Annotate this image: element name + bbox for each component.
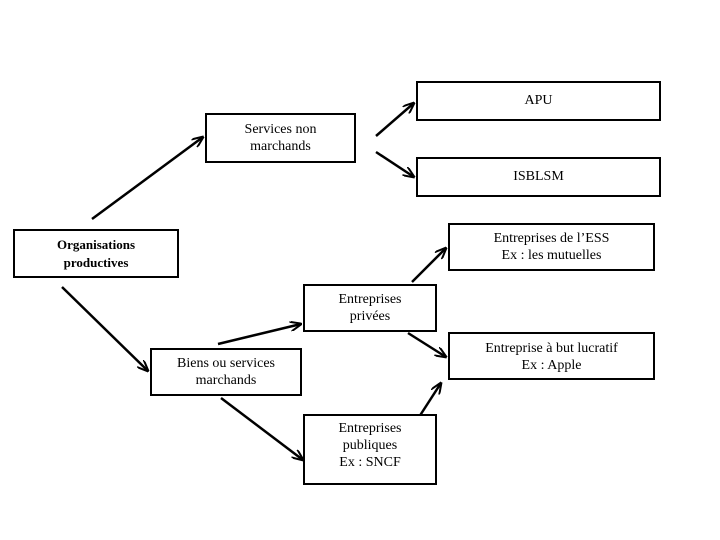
- node-label: ISBLSM: [513, 169, 564, 184]
- node-label: Biens ou services marchands: [177, 356, 275, 388]
- node-services-non-marchands: Services non marchands: [205, 113, 356, 163]
- node-isblsm: ISBLSM: [416, 157, 661, 197]
- node-label: APU: [524, 93, 553, 108]
- arrow-services-to-apu: [375, 103, 414, 137]
- arrow-privees-to-ess: [411, 248, 446, 283]
- node-label: Entreprise à but lucratif Ex : Apple: [485, 341, 618, 373]
- node-apu: APU: [416, 81, 661, 121]
- node-label: Organisations productives: [56, 236, 135, 270]
- node-organisations-productives: Organisations productives: [13, 229, 179, 278]
- node-entreprises-ess: Entreprises de l’ESS Ex : les mutuelles: [448, 223, 655, 271]
- arrow-biens-to-privees: [217, 324, 301, 346]
- arrow-biens-to-publiques: [220, 397, 303, 460]
- node-entreprise-but-lucratif: Entreprise à but lucratif Ex : Apple: [448, 332, 655, 380]
- node-entreprises-publiques: Entreprises publiques Ex : SNCF: [303, 414, 437, 485]
- arrow-privees-to-lucratif: [407, 331, 446, 357]
- node-label: Entreprises de l’ESS Ex : les mutuelles: [493, 231, 610, 263]
- node-label: Entreprises publiques Ex : SNCF: [338, 421, 402, 470]
- node-biens-ou-services-marchands: Biens ou services marchands: [150, 348, 302, 396]
- arrow-services-to-isblsm: [375, 150, 414, 177]
- node-label: Entreprises privées: [338, 292, 402, 324]
- arrow-org-to-services-non-marchands: [91, 137, 203, 221]
- node-label: Services non marchands: [244, 122, 317, 154]
- arrow-org-to-biens-services: [61, 286, 148, 371]
- node-entreprises-privees: Entreprises privées: [303, 284, 437, 332]
